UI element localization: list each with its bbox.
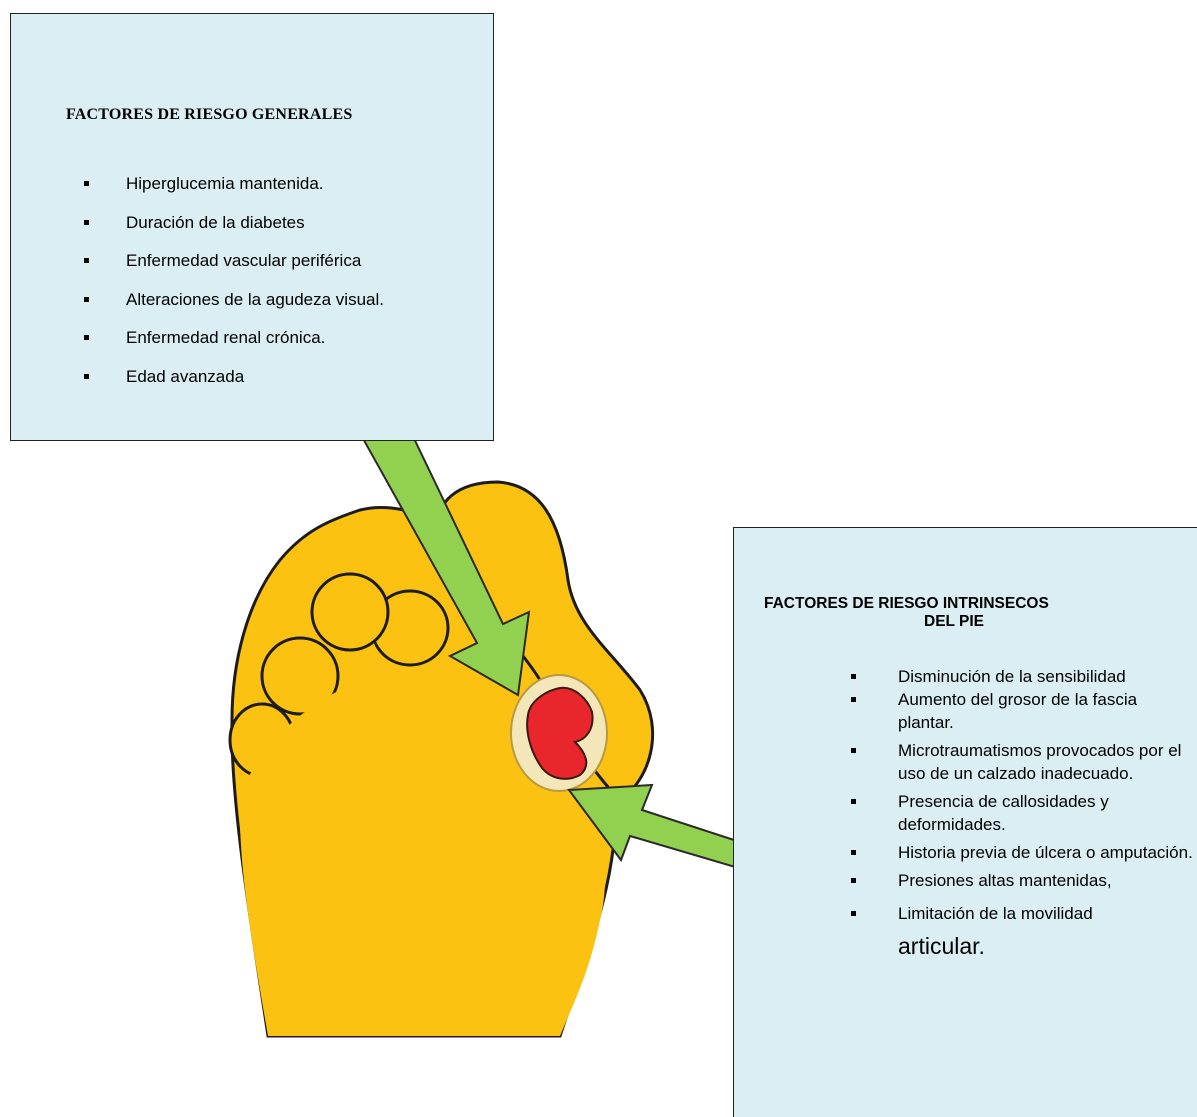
list-item: Disminución de la sensibilidad xyxy=(734,665,1197,688)
list-item: Edad avanzada xyxy=(11,365,384,404)
list-item: Historia previa de úlcera o amputación. xyxy=(734,841,1197,864)
list-item: Alteraciones de la agudeza visual. xyxy=(11,288,384,327)
bullet-icon xyxy=(84,258,89,263)
intrinsic-risk-list: Disminución de la sensibilidad Aumento d… xyxy=(734,665,1197,965)
bullet-icon xyxy=(851,674,856,679)
list-item: Aumento del grosor de la fascia plantar. xyxy=(734,688,1197,734)
general-risk-title: FACTORES DE RIESGO GENERALES xyxy=(66,106,352,124)
intrinsic-risk-box: FACTORES DE RIESGO INTRINSECOS DEL PIE D… xyxy=(733,527,1197,1117)
bullet-icon xyxy=(84,220,89,225)
intrinsic-risk-title: FACTORES DE RIESGO INTRINSECOS DEL PIE xyxy=(764,595,1184,631)
list-item: Presiones altas mantenidas, xyxy=(734,869,1197,892)
general-risk-list: Hiperglucemia mantenida. Duración de la … xyxy=(11,172,384,403)
general-risk-box: FACTORES DE RIESGO GENERALES Hiperglucem… xyxy=(10,13,494,441)
bullet-icon xyxy=(851,850,856,855)
bullet-icon xyxy=(84,374,89,379)
bullet-icon xyxy=(84,335,89,340)
bullet-icon xyxy=(851,911,856,916)
bullet-icon xyxy=(84,297,89,302)
list-item: Duración de la diabetes xyxy=(11,211,384,250)
bullet-icon xyxy=(851,697,856,702)
list-item: Microtraumatismos provocados por el uso … xyxy=(734,739,1197,785)
list-item: Hiperglucemia mantenida. xyxy=(11,172,384,211)
list-item: Presencia de callosidades y deformidades… xyxy=(734,790,1197,836)
list-item: Enfermedad vascular periférica xyxy=(11,249,384,288)
bullet-icon xyxy=(84,181,89,186)
bullet-icon xyxy=(851,748,856,753)
bullet-icon xyxy=(851,799,856,804)
list-item: Enfermedad renal crónica. xyxy=(11,326,384,365)
toe-3 xyxy=(312,574,388,650)
bullet-icon xyxy=(851,878,856,883)
